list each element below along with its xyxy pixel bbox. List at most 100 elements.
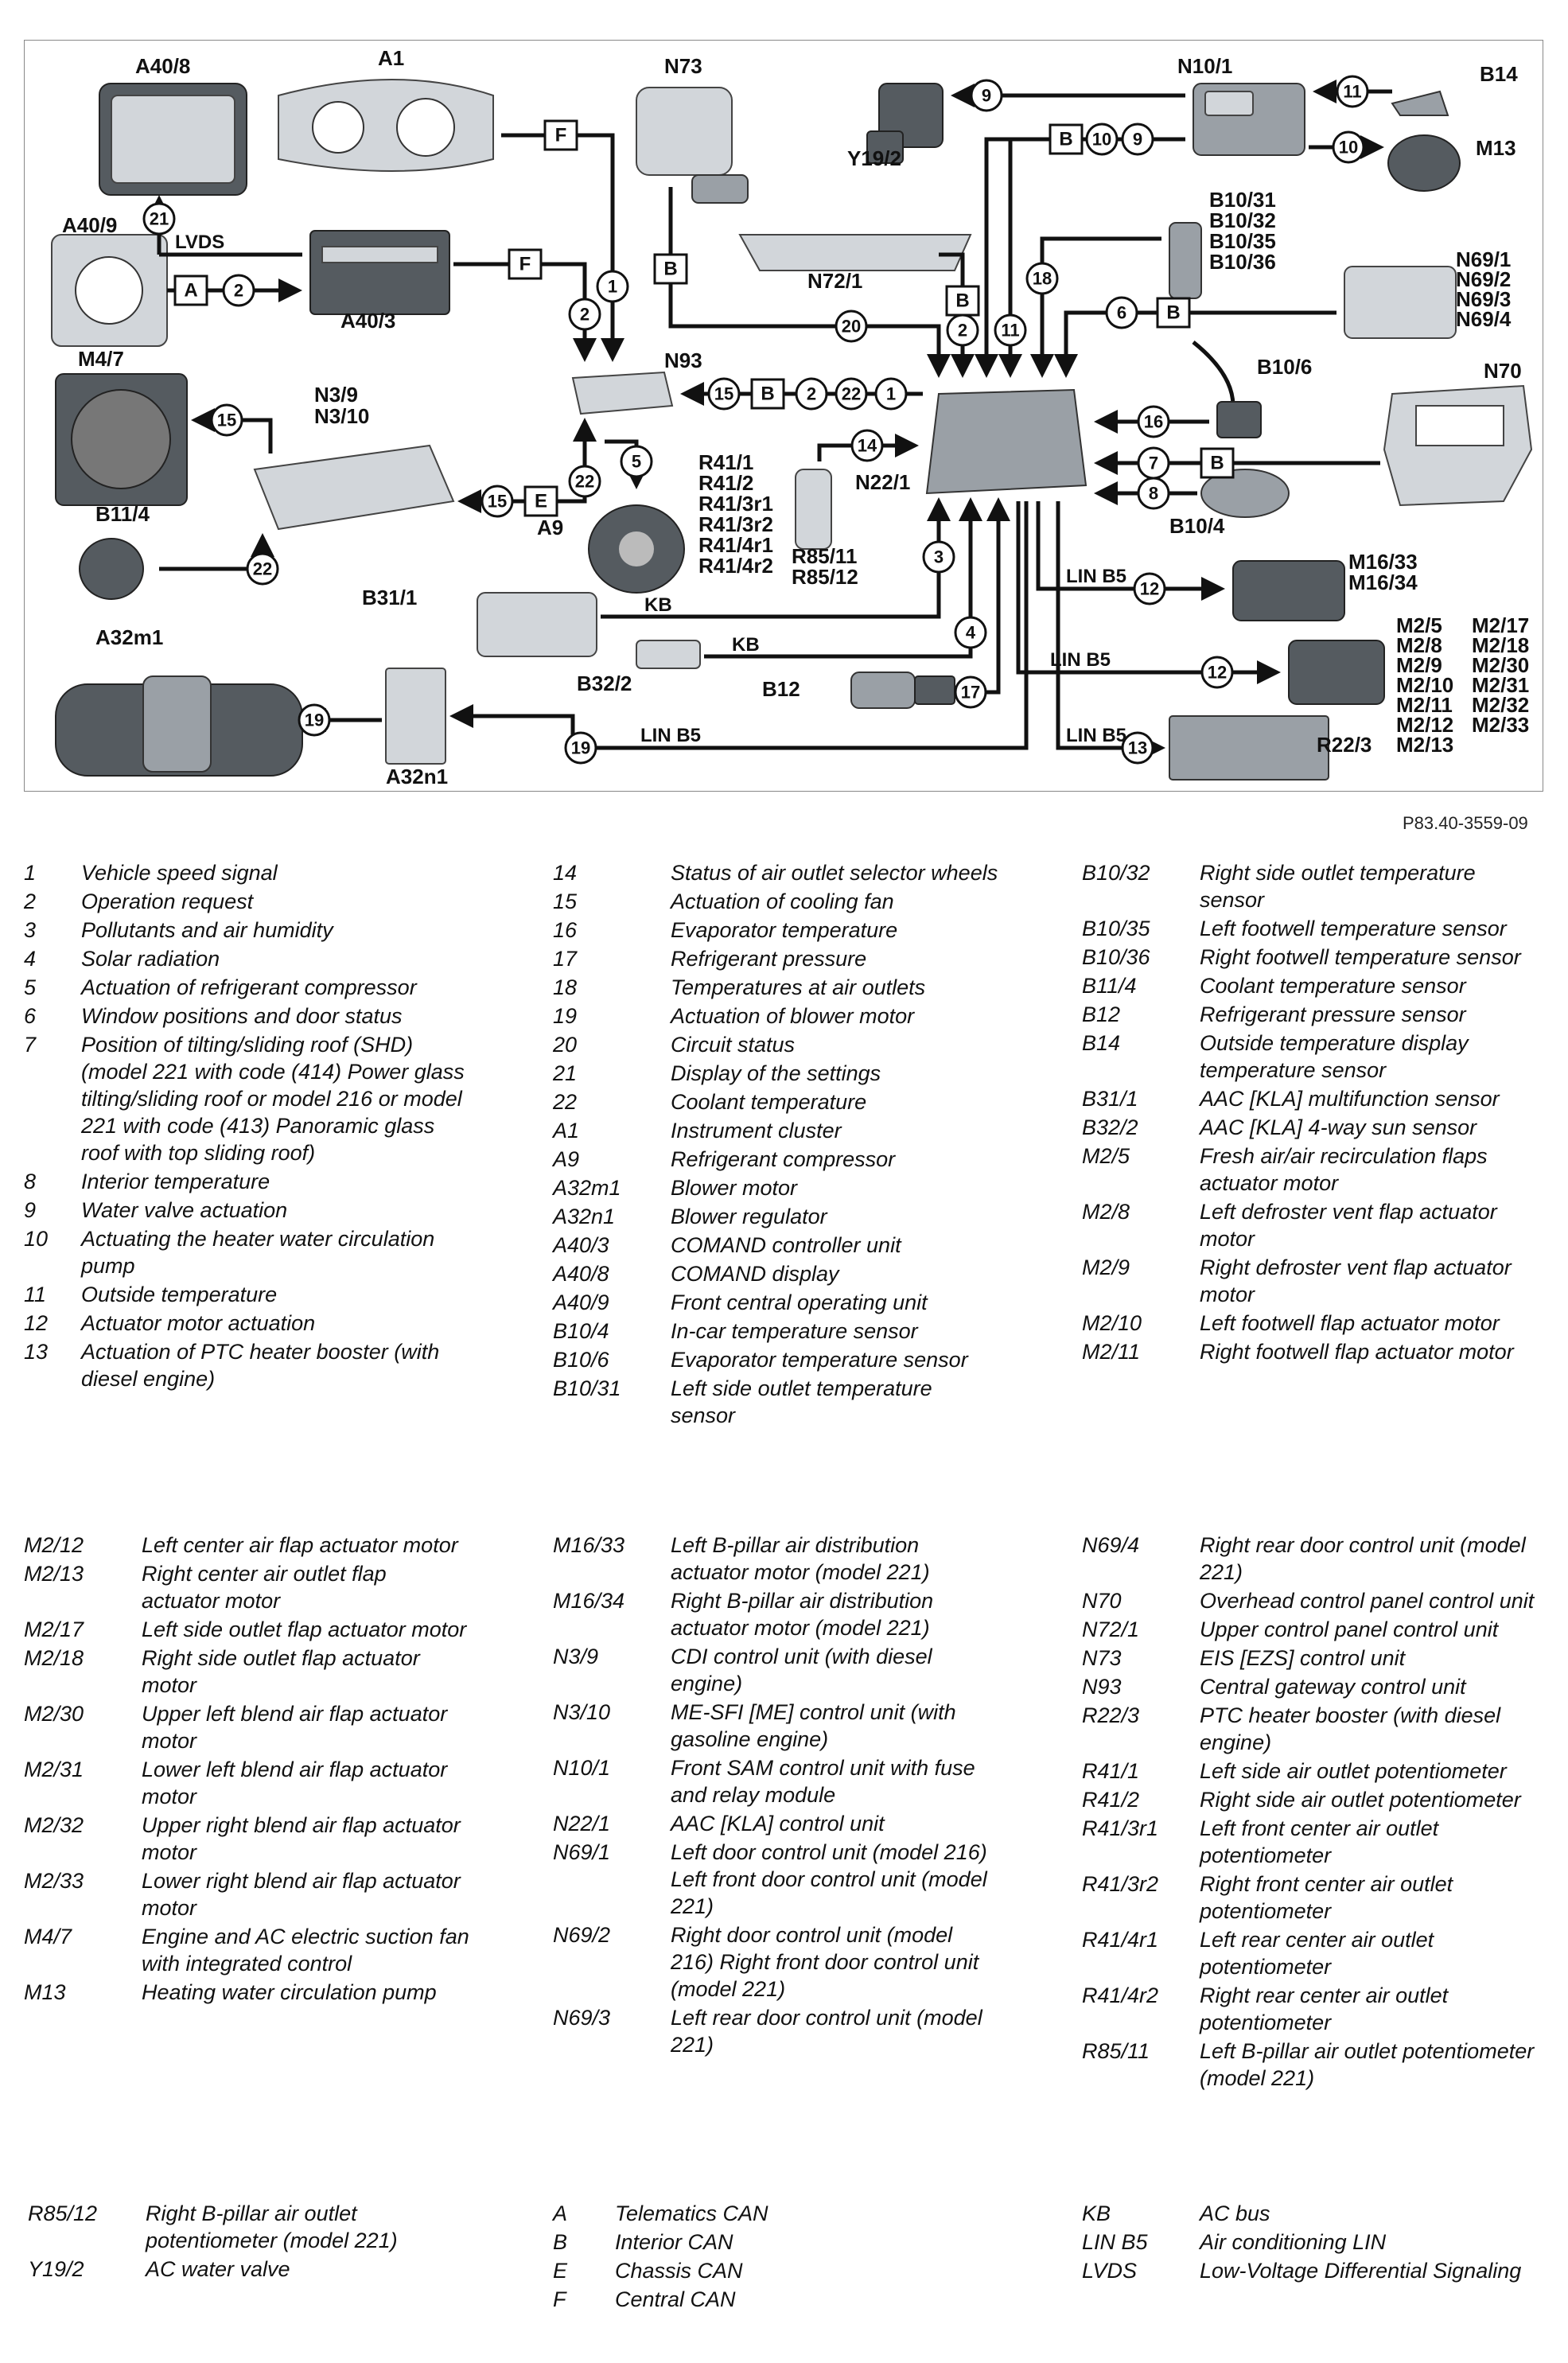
legend-description: PTC heater booster (with diesel engine)	[1200, 1703, 1501, 1754]
legend-description: Blower motor	[671, 1176, 798, 1200]
legend-key: A40/8	[553, 1262, 609, 1286]
legend-key: A32n1	[553, 1205, 616, 1228]
svg-text:B: B	[761, 383, 774, 405]
component-n69	[1344, 266, 1457, 339]
legend-description: Front central operating unit	[671, 1291, 928, 1314]
legend-description: AAC [KLA] multifunction sensor	[1200, 1087, 1500, 1111]
svg-text:R85/11: R85/11	[792, 544, 857, 568]
svg-text:9: 9	[982, 86, 991, 106]
svg-text:N73: N73	[664, 54, 702, 78]
legend-key: M2/30	[24, 1702, 84, 1726]
svg-text:M2/17: M2/17	[1472, 613, 1529, 637]
legend-key: M4/7	[24, 1925, 72, 1948]
legend-description: Operation request	[81, 890, 254, 913]
legend-key: N72/1	[1082, 1618, 1140, 1641]
legend-key: N3/9	[553, 1645, 599, 1668]
svg-text:M4/7: M4/7	[78, 347, 124, 371]
legend-description: Upper left blend air flap actuator motor	[142, 1702, 448, 1753]
legend-key: M16/33	[553, 1533, 625, 1557]
legend-key: 10	[24, 1227, 49, 1251]
wire-lin-3: LIN B5	[1066, 725, 1126, 746]
svg-text:13: 13	[1128, 738, 1147, 758]
legend-key: 22	[553, 1090, 578, 1114]
svg-text:M2/33: M2/33	[1472, 713, 1529, 737]
legend-key: 4	[24, 947, 37, 971]
signal-16: 16	[1137, 405, 1170, 438]
signal-9b: 9	[1121, 123, 1154, 156]
component-b14	[1391, 90, 1449, 116]
signal-19b: 19	[298, 703, 331, 737]
legend-key: M2/5	[1082, 1144, 1130, 1168]
signal-8: 8	[1137, 477, 1170, 510]
svg-text:7: 7	[1149, 454, 1158, 473]
signal-circles: 1 2 2 21 9 11 10 10 9 2 11 18 20 6 15 2 …	[142, 75, 1369, 765]
svg-text:9: 9	[1133, 130, 1142, 150]
legend-key: B10/31	[553, 1376, 621, 1400]
svg-text:N93: N93	[664, 348, 702, 372]
svg-text:E: E	[535, 491, 547, 512]
legend-description: Heating water circulation pump	[142, 1980, 437, 2004]
legend-key: M2/11	[1082, 1340, 1141, 1364]
legend-key: 11	[24, 1283, 47, 1306]
legend-key: R41/3r1	[1082, 1816, 1159, 1840]
signal-11a: 11	[1336, 75, 1369, 108]
legend-key: N73	[1082, 1646, 1122, 1670]
svg-text:M2/31: M2/31	[1472, 673, 1529, 697]
legend-key: N69/4	[1082, 1533, 1140, 1557]
legend-key: B31/1	[1082, 1087, 1138, 1111]
svg-text:15: 15	[488, 492, 507, 512]
svg-text:F: F	[555, 125, 567, 146]
signal-12b: 12	[1200, 656, 1234, 689]
legend-key: A32m1	[553, 1176, 621, 1200]
svg-text:M2/30: M2/30	[1472, 653, 1529, 677]
legend-description: Actuator motor actuation	[81, 1311, 316, 1335]
legend-description: Right rear door control unit (model 221)	[1200, 1533, 1526, 1584]
legend-key: M13	[24, 1980, 66, 2004]
svg-text:B12: B12	[762, 677, 800, 701]
svg-text:N3/9: N3/9	[314, 383, 358, 407]
legend-key: N69/3	[553, 2006, 611, 2030]
legend-description: AAC [KLA] 4-way sun sensor	[1200, 1115, 1477, 1139]
wire-lvds: LVDS	[175, 232, 224, 253]
svg-text:M2/32: M2/32	[1472, 693, 1529, 717]
legend-row: M2/32 Upper right blend air flap actuator…	[24, 1812, 469, 1866]
legend-key: R85/12	[28, 2201, 98, 2225]
signal-13: 13	[1121, 731, 1154, 765]
svg-text:10: 10	[1339, 138, 1358, 158]
svg-text:15: 15	[714, 384, 733, 404]
svg-text:A32n1: A32n1	[386, 765, 448, 788]
component-r22-3	[1169, 715, 1329, 781]
legend-key: N22/1	[553, 1812, 611, 1836]
legend-description: Refrigerant pressure sensor	[1200, 1002, 1466, 1026]
legend-key: M2/32	[24, 1813, 84, 1837]
signal-2c: 2	[946, 313, 979, 347]
legend-key: N10/1	[553, 1756, 611, 1780]
legend-key: M2/8	[1082, 1200, 1130, 1224]
legend-description: Upper right blend air flap actuator moto…	[142, 1813, 461, 1864]
svg-text:R41/3r2: R41/3r2	[698, 512, 773, 536]
bus-box-b-n93: B	[750, 378, 785, 410]
legend-key: 9	[24, 1198, 37, 1222]
legend-description: Left B-pillar air distribution actuator …	[671, 1533, 930, 1584]
component-n22-1	[925, 388, 1087, 495]
svg-text:2: 2	[807, 384, 816, 404]
legend-description: Coolant temperature	[671, 1090, 867, 1114]
legend-key: R41/4r1	[1082, 1928, 1159, 1952]
